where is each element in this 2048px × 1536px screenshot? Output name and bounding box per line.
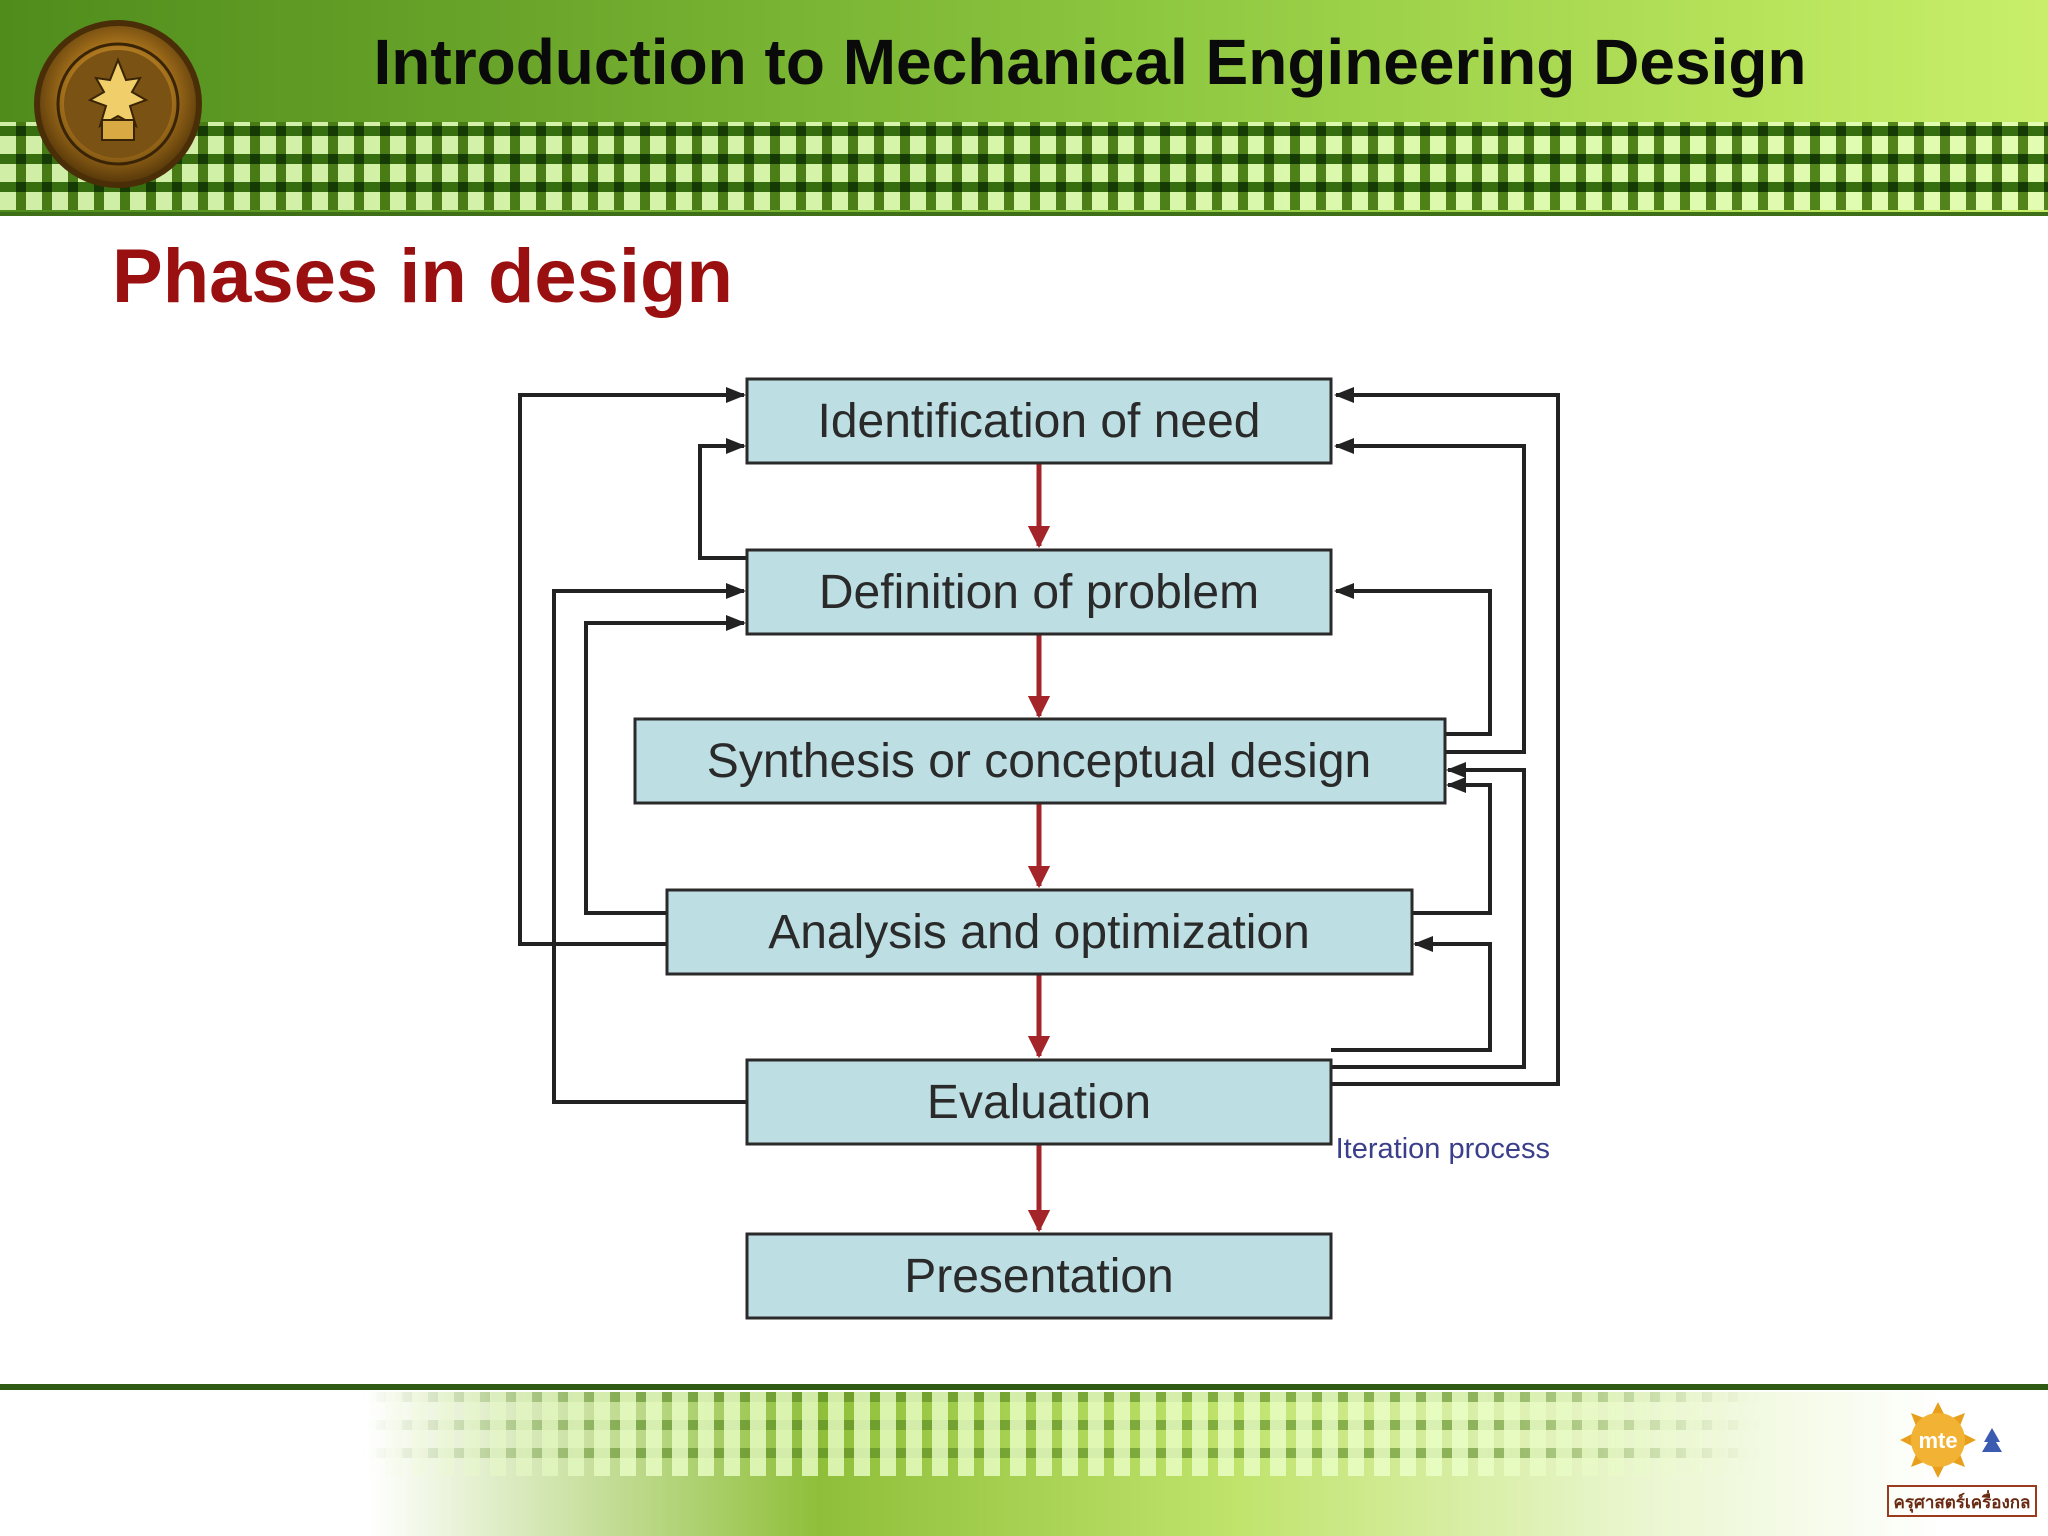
box-identification-of-need — [745, 377, 1333, 465]
phase-labels: Identification of need Definition of pro… — [707, 395, 1371, 1303]
label-identification-of-need: Identification of need — [818, 395, 1261, 448]
loop-evaluation-to-synthesis — [1331, 762, 1526, 1069]
footer-band — [0, 1392, 2048, 1536]
label-presentation: Presentation — [904, 1250, 1174, 1303]
box-analysis — [665, 888, 1414, 976]
label-evaluation: Evaluation — [927, 1076, 1151, 1129]
box-synthesis — [633, 717, 1447, 805]
box-presentation — [745, 1232, 1333, 1320]
mte-logo-caption: ครุศาสตร์เครื่องกล — [1894, 1490, 2031, 1513]
mte-logo-text: mte — [1918, 1428, 1957, 1453]
box-evaluation — [745, 1058, 1333, 1146]
mte-logo-icon: mte ครุศาสตร์เครื่องกล — [1887, 1402, 2037, 1517]
slide-title: Phases in design — [112, 234, 733, 319]
loop-analysis-to-need — [518, 387, 746, 946]
loop-problem-to-need — [698, 438, 747, 560]
loop-evaluation-to-need — [1331, 387, 1560, 1086]
footer-grid-pattern — [360, 1392, 1760, 1476]
box-definition-of-problem — [745, 548, 1333, 636]
label-synthesis: Synthesis or conceptual design — [707, 735, 1371, 788]
footer-divider — [0, 1384, 2048, 1390]
phase-boxes — [633, 377, 1447, 1320]
loop-synthesis-to-need — [1334, 438, 1526, 754]
label-definition-of-problem: Definition of problem — [819, 566, 1259, 619]
loop-synthesis-to-problem — [1334, 583, 1492, 736]
loop-analysis-to-synthesis — [1412, 777, 1492, 915]
header-title: Introduction to Mechanical Engineering D… — [373, 26, 1807, 98]
iteration-process-label: Iteration process — [1336, 1133, 1550, 1165]
header-grid-pattern — [0, 122, 2048, 210]
loop-evaluation-to-analysis — [1331, 936, 1492, 1052]
feedback-loops — [518, 387, 1560, 1104]
loop-analysis-to-problem — [584, 615, 746, 915]
university-seal-icon — [34, 20, 202, 188]
label-analysis: Analysis and optimization — [768, 906, 1310, 959]
slide-header: Introduction to Mechanical Engineering D… — [0, 0, 2048, 216]
loop-evaluation-to-problem-left — [552, 583, 747, 1104]
design-phases-diagram: Identification of need Definition of pro… — [518, 377, 1560, 1320]
